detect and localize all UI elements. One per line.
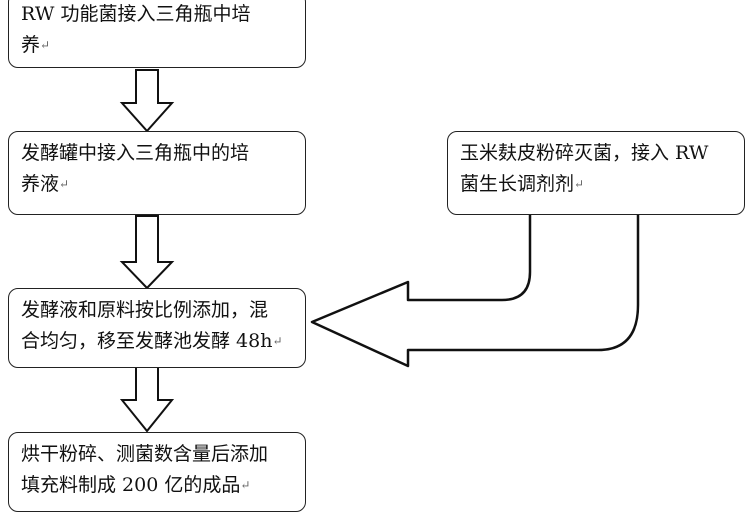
flow-arrows bbox=[119, 69, 640, 433]
step-box-3: 发酵液和原料按比例添加，混 合均匀，移至发酵池发酵 48h↵ bbox=[8, 288, 306, 368]
step-3-line-2: 合均匀，移至发酵池发酵 48h bbox=[21, 330, 273, 352]
step-4-line-1: 烘干粉碎、测菌数含量后添加 bbox=[21, 443, 269, 465]
side-line-1: 玉米麸皮粉碎灭菌，接入 RW bbox=[460, 142, 709, 164]
step-1-line-1: RW 功能菌接入三角瓶中培 bbox=[21, 3, 251, 25]
step-3-line-1: 发酵液和原料按比例添加，混 bbox=[21, 299, 269, 321]
paragraph-mark-icon: ↵ bbox=[574, 177, 585, 191]
step-1-line-2: 养 bbox=[21, 34, 41, 56]
down-arrow-2 bbox=[119, 215, 175, 290]
down-arrow-3 bbox=[119, 366, 175, 433]
paragraph-mark-icon: ↵ bbox=[59, 177, 70, 191]
side-box: 玉米麸皮粉碎灭菌，接入 RW 菌生长调剂剂↵ bbox=[447, 131, 745, 215]
paragraph-mark-icon: ↵ bbox=[240, 478, 251, 492]
step-2-line-1: 发酵罐中接入三角瓶中的培 bbox=[21, 142, 250, 164]
step-4-line-2: 填充料制成 200 亿的成品 bbox=[21, 474, 241, 496]
side-line-2: 菌生长调剂剂 bbox=[460, 173, 575, 195]
paragraph-mark-icon: ↵ bbox=[272, 334, 283, 348]
side-curved-arrow bbox=[310, 215, 640, 368]
down-arrow-1 bbox=[119, 69, 175, 133]
paragraph-mark-icon: ↵ bbox=[40, 38, 51, 52]
step-box-2: 发酵罐中接入三角瓶中的培 养液↵ bbox=[8, 131, 306, 215]
step-box-4: 烘干粉碎、测菌数含量后添加 填充料制成 200 亿的成品↵ bbox=[8, 432, 306, 512]
step-2-line-2: 养液 bbox=[21, 173, 60, 195]
step-box-1: RW 功能菌接入三角瓶中培 养↵ bbox=[8, 0, 306, 68]
